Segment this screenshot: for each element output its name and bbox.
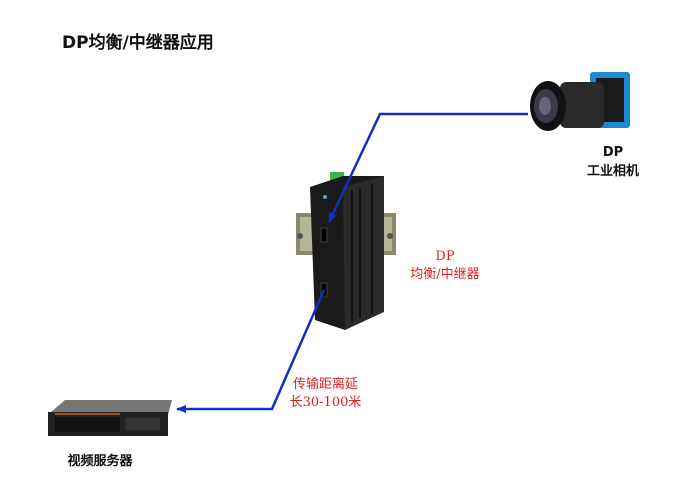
dp-repeater-device xyxy=(310,172,384,330)
diagram-title: DP均衡/中继器应用 xyxy=(62,33,214,53)
distance-label: 传输距离延 长30-100米 xyxy=(278,376,373,412)
camera-label-line1: DP xyxy=(602,145,624,160)
repeater-label-line1: DP xyxy=(435,249,455,264)
industrial-camera xyxy=(530,72,630,131)
video-server xyxy=(48,400,172,436)
camera-label-line2: 工业相机 xyxy=(586,164,639,179)
distance-label-line2: 长30-100米 xyxy=(289,395,362,410)
camera-label: DP 工业相机 xyxy=(578,145,648,179)
distance-label-line1: 传输距离延 xyxy=(292,377,358,392)
repeater-label: DP 均衡/中继器 xyxy=(395,248,495,284)
cable-camera-to-repeater xyxy=(327,112,528,223)
cable-repeater-to-server xyxy=(176,289,326,413)
repeater-label-line2: 均衡/中继器 xyxy=(410,267,480,282)
server-label: 视频服务器 xyxy=(67,454,133,469)
